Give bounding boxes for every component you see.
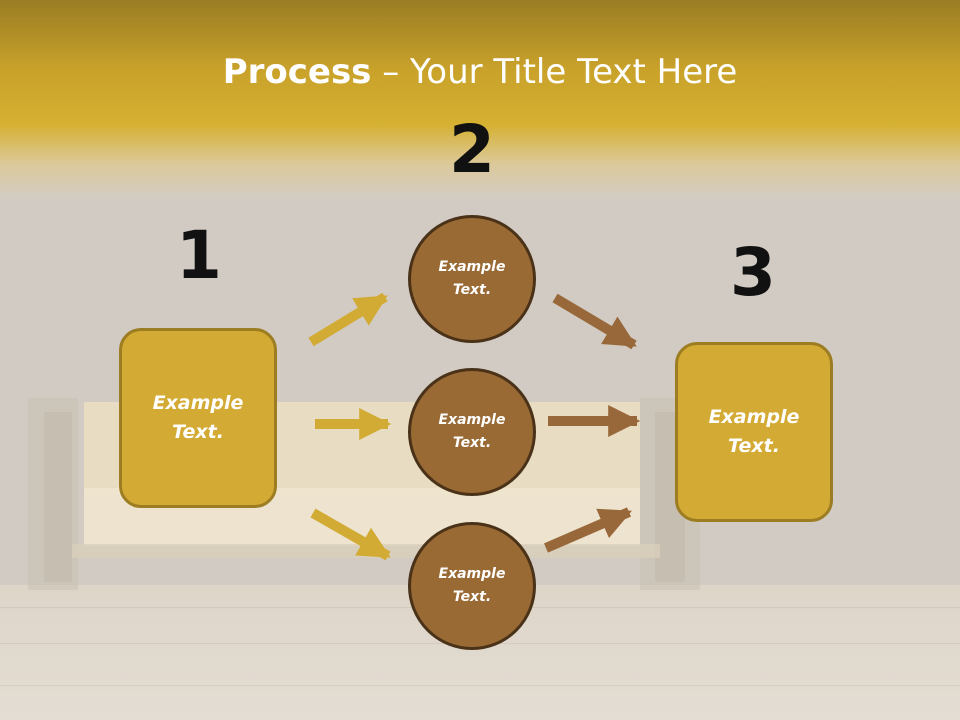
slide-title: Process – Your Title Text Here <box>0 52 960 92</box>
circle-text: Example Text. <box>438 259 506 298</box>
step-2-circle-top: Example Text. <box>408 215 536 343</box>
floor-line <box>0 685 960 686</box>
circle-text: Example Text. <box>438 412 506 451</box>
step-2-circle-bottom: Example Text. <box>408 522 536 650</box>
step-2-number: 2 <box>449 111 495 188</box>
step-3-box: Example Text. <box>675 342 833 522</box>
step-2-circle-middle: Example Text. <box>408 368 536 496</box>
step-1-box: Example Text. <box>119 328 277 508</box>
arrow-bottom-to-3-icon <box>544 507 632 553</box>
arrow-1-to-top-icon <box>308 292 388 347</box>
step-3-text: Example Text. <box>708 406 800 457</box>
arrow-top-to-3-icon <box>552 293 637 350</box>
step-1-number: 1 <box>176 217 222 294</box>
circle-text: Example Text. <box>438 566 506 605</box>
header-band <box>0 0 960 200</box>
arrow-1-to-bottom-icon <box>310 508 391 561</box>
title-rest: – Your Title Text Here <box>371 52 738 92</box>
step-1-text: Example Text. <box>152 392 244 443</box>
step-3-number: 3 <box>730 234 776 311</box>
title-bold: Process <box>222 52 372 92</box>
